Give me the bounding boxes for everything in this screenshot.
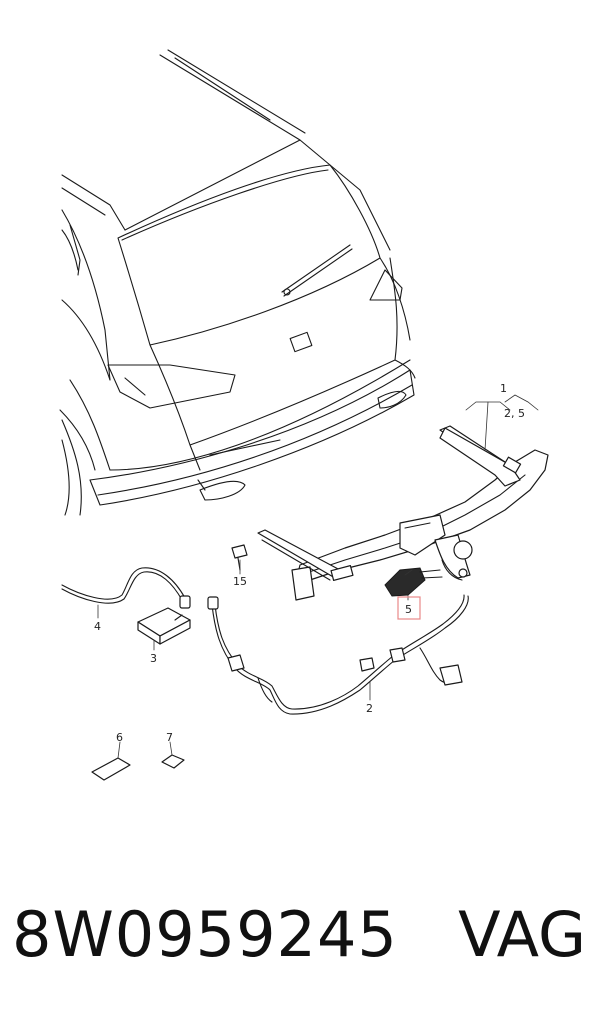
brand-label: VAG: [458, 898, 586, 971]
callout-5: 5: [405, 603, 412, 616]
bolt-part-15: [231, 544, 248, 571]
callout-4: 4: [94, 620, 101, 633]
callout-15: 15: [233, 575, 247, 588]
highlight-box-part-5: [397, 596, 421, 620]
part-number: 8W0959245: [12, 898, 398, 971]
control-unit-part-5: [384, 567, 443, 597]
callout-3: 3: [150, 652, 157, 665]
adhesive-pad-part-6: [91, 757, 131, 781]
footer: 8W0959245 VAG: [0, 890, 600, 980]
vehicle-rear-outline: [59, 49, 416, 516]
tow-bar-assembly: [257, 425, 549, 601]
wire-part-4: [61, 567, 191, 609]
callout-1: 1: [500, 382, 507, 395]
callout-7: 7: [166, 731, 173, 744]
adhesive-pad-part-7: [161, 754, 185, 769]
callout-labels: 1 2, 5 15 4 3 2 6 7 5: [94, 382, 525, 744]
callout-6: 6: [116, 731, 123, 744]
callout-1-sub: 2, 5: [504, 407, 525, 420]
leader-lines: [97, 394, 539, 759]
wiring-harness-part-2: [207, 594, 469, 715]
control-module-part-3: [137, 607, 191, 645]
callout-2: 2: [366, 702, 373, 715]
